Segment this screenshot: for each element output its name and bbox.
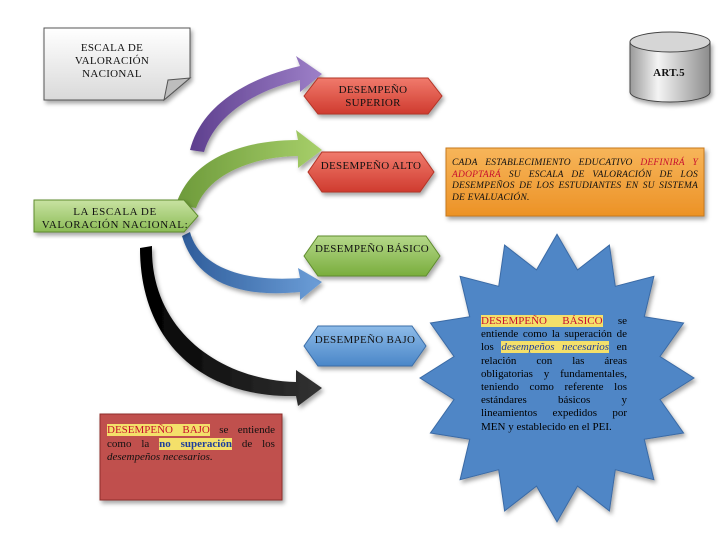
definition-orange-text: CADA ESTABLECIMIENTO EDUCATIVO DEFINIRÁ …	[452, 158, 698, 203]
definition-orange-box	[445, 147, 705, 217]
level-bajo-box	[303, 325, 427, 367]
level-basico-label: DESEMPEÑO BÁSICO	[315, 243, 429, 255]
curved-arrow-blue	[182, 232, 322, 300]
level-alto-box	[307, 151, 435, 193]
level-basico-box	[303, 235, 441, 277]
national-scale-arrow-box	[33, 199, 199, 233]
national-scale-label: LA ESCALA DE VALORACIÓN NACIONAL:	[41, 206, 189, 231]
scale-note-title: ESCALA DE VALORACIÓN NACIONAL	[74, 42, 150, 80]
scale-note	[43, 27, 192, 102]
basic-definition-star	[419, 233, 695, 523]
article-label: ART.5	[653, 67, 685, 79]
curved-arrow-purple	[190, 56, 322, 152]
low-definition-text: DESEMPEÑO BAJO se entiende como la no su…	[107, 424, 275, 463]
curved-arrow-black	[140, 246, 322, 406]
level-alto-label: DESEMPEÑO ALTO	[320, 160, 422, 172]
curved-arrow-green	[176, 130, 322, 208]
article-cylinder	[629, 31, 711, 103]
level-bajo-label: DESEMPEÑO BAJO	[314, 334, 416, 346]
level-superior-box	[303, 77, 443, 115]
basic-definition-text: DESEMPEÑO BÁSICO se entiende como la sup…	[481, 315, 627, 433]
level-superior-label: DESEMPEÑO SUPERIOR	[338, 84, 408, 109]
